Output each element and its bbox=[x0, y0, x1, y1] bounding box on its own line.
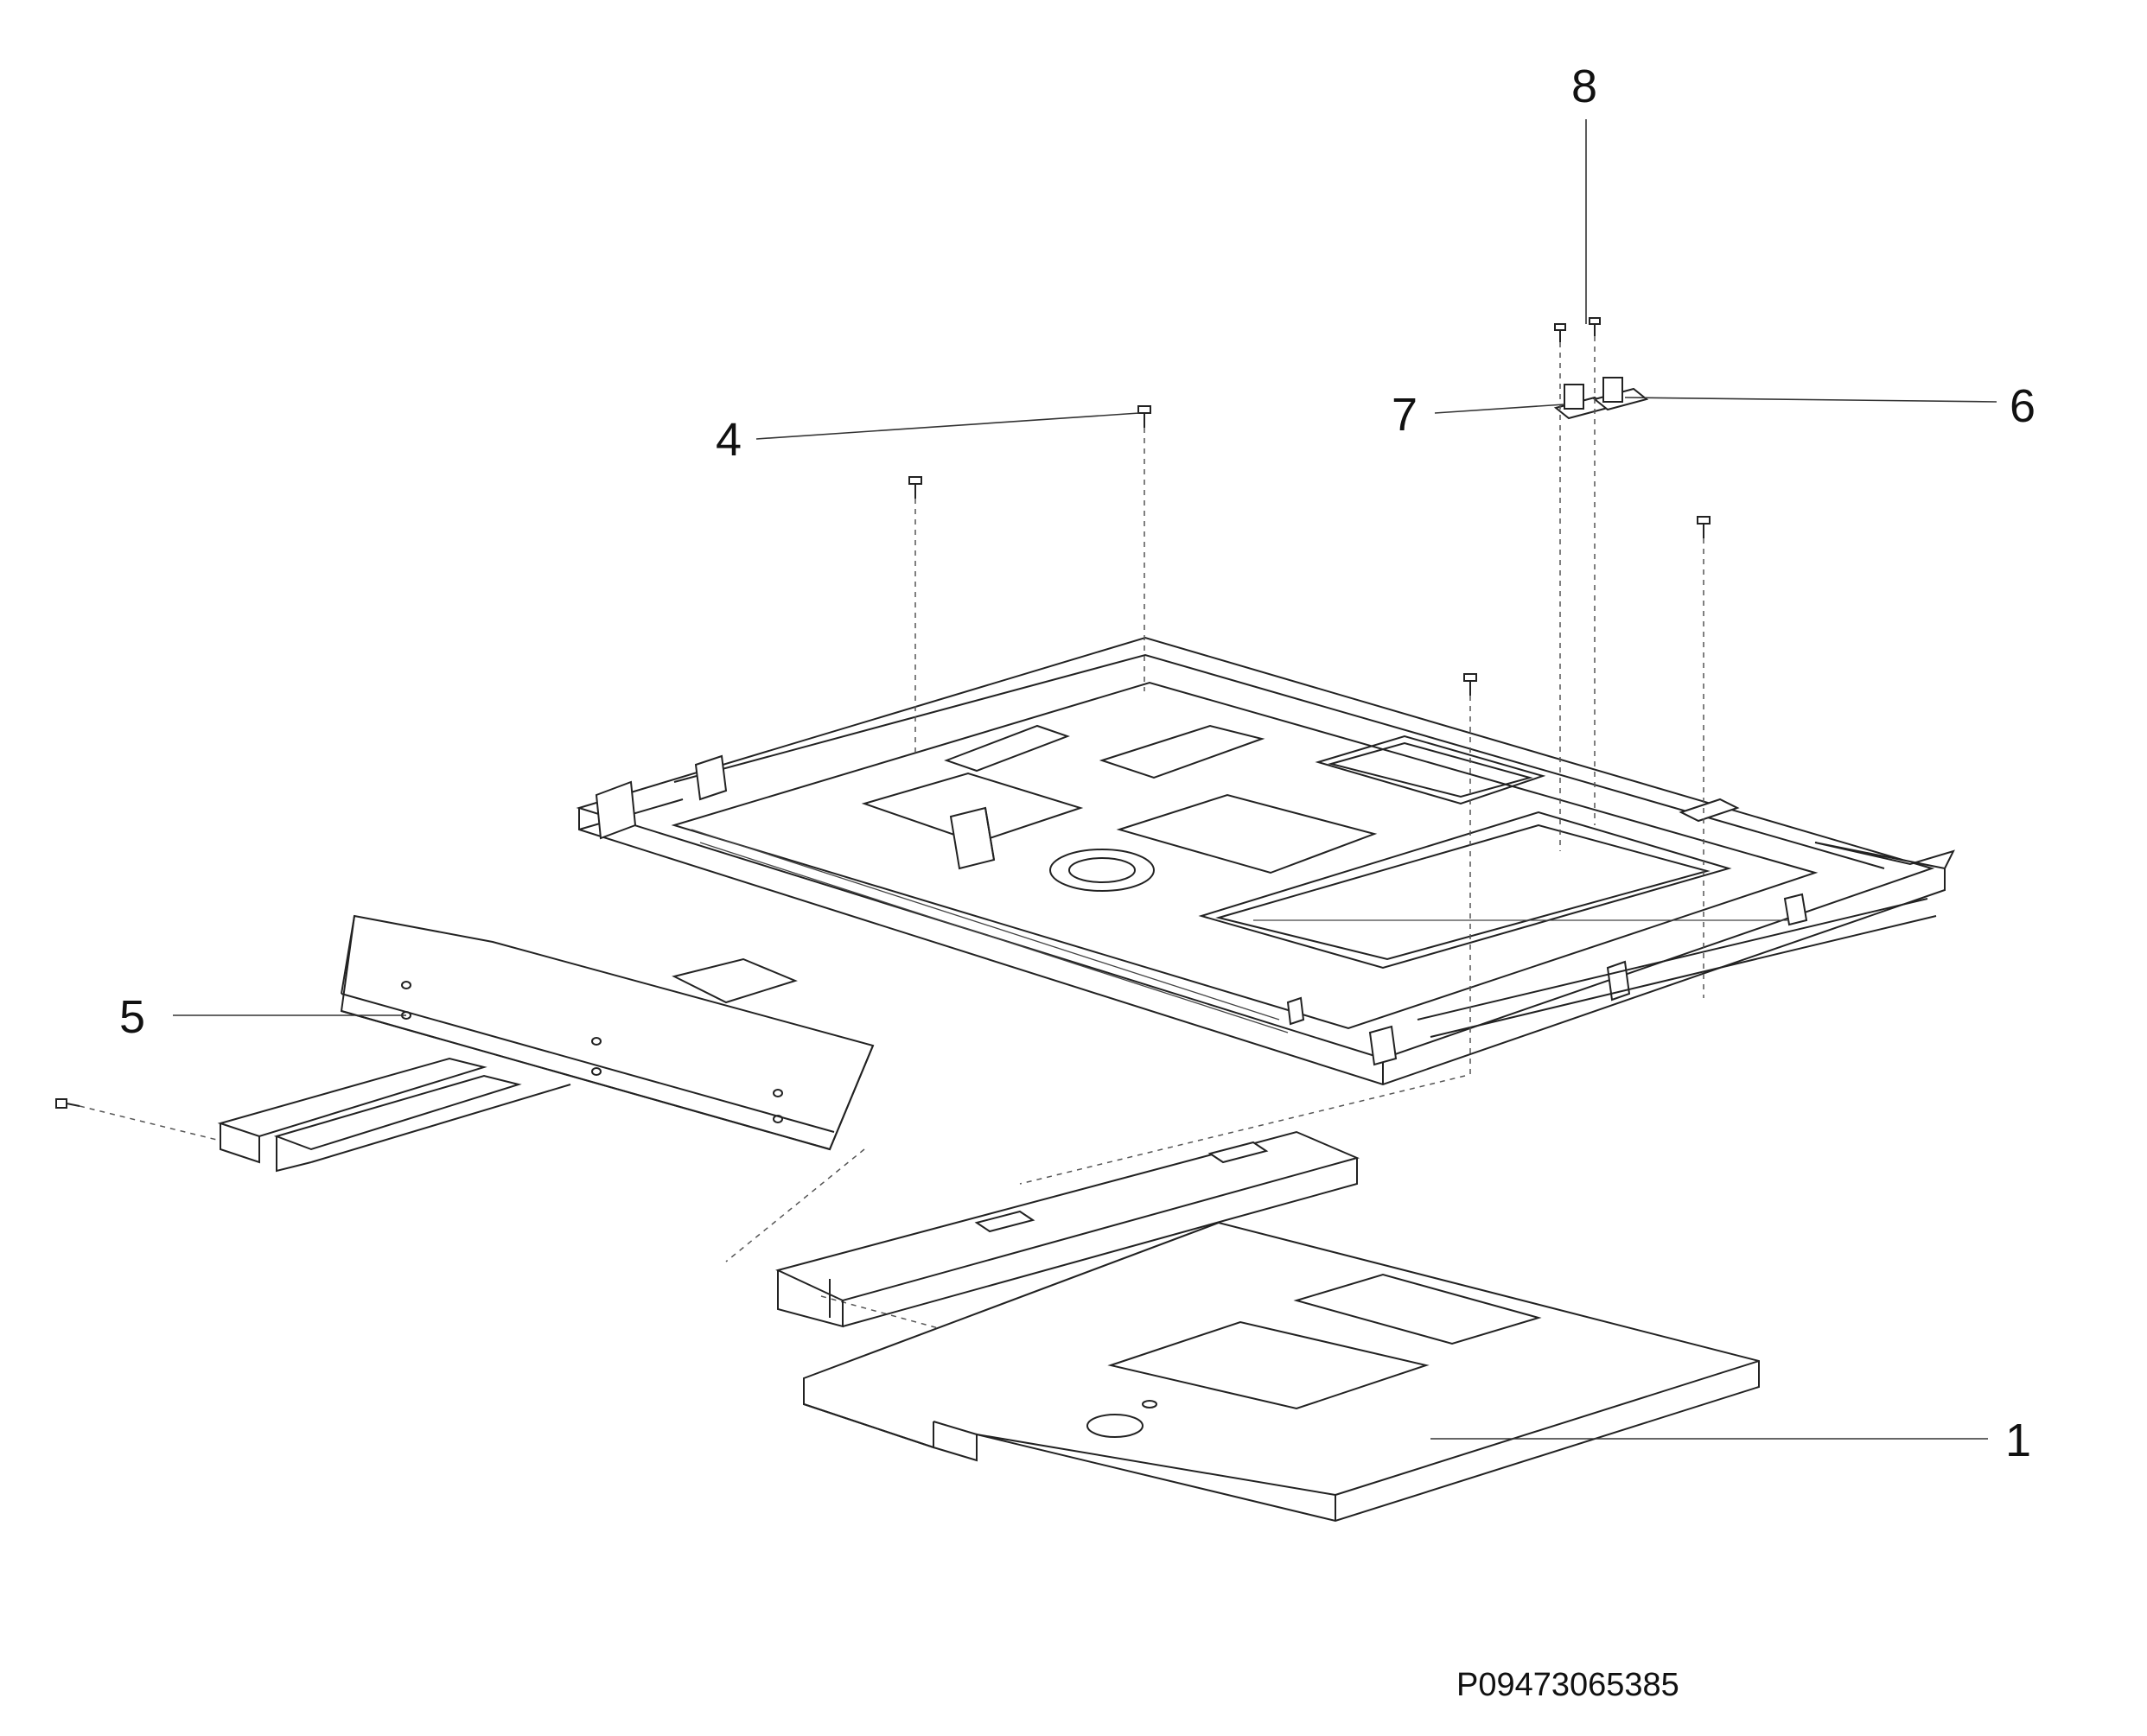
screw bbox=[1554, 323, 1566, 342]
callout-8: 8 bbox=[1571, 60, 1597, 112]
part-number-label: P09473065385 bbox=[1456, 1667, 1679, 1703]
rail-assembly-left bbox=[217, 914, 875, 1173]
screw bbox=[908, 476, 922, 499]
insulation-panel bbox=[803, 1221, 1760, 1523]
rail-assembly-right bbox=[775, 1130, 1360, 1328]
callout-6: 6 bbox=[2010, 380, 2036, 432]
screw bbox=[1137, 405, 1151, 428]
base-plate bbox=[576, 636, 1955, 1086]
callout-5: 5 bbox=[119, 991, 145, 1043]
callout-1: 1 bbox=[2005, 1415, 2031, 1466]
leader-lines bbox=[173, 119, 1997, 1440]
screw bbox=[1589, 317, 1601, 336]
callout-7: 7 bbox=[1392, 389, 1418, 441]
screw bbox=[55, 1098, 80, 1109]
assembly-lines bbox=[79, 336, 1704, 1336]
screw bbox=[1697, 516, 1711, 538]
screw bbox=[1463, 673, 1477, 696]
callout-4: 4 bbox=[716, 414, 742, 466]
